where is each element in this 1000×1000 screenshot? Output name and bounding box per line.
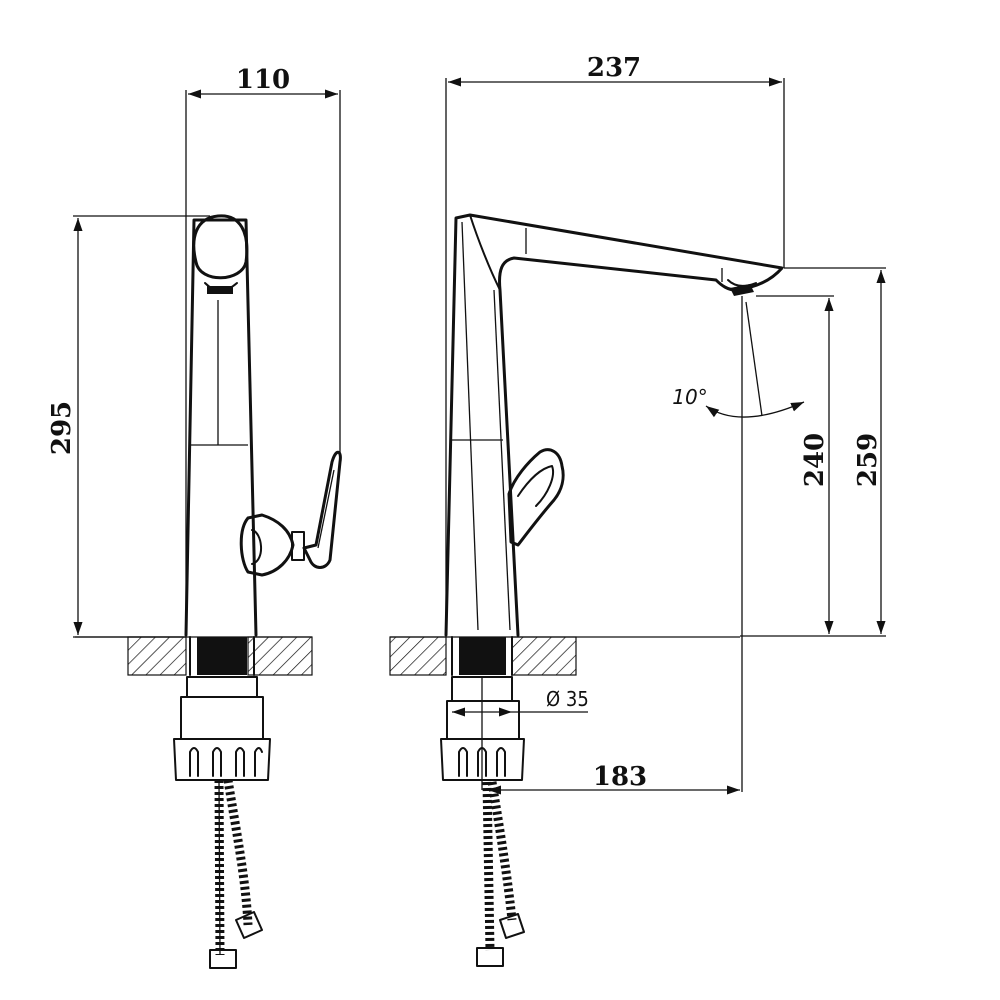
side-hose-fitting-1	[476, 947, 504, 967]
front-height-dimension: 295	[47, 401, 77, 455]
front-lever-handle	[302, 450, 342, 569]
front-nut	[173, 738, 271, 781]
front-lever-hub	[239, 513, 295, 577]
side-nut	[440, 738, 525, 781]
side-mounting-stud	[459, 637, 506, 675]
side-countertop-left	[389, 636, 447, 676]
front-hose-fitting-1	[209, 949, 237, 969]
side-countertop-right	[511, 636, 577, 676]
front-view: 110 295	[47, 65, 342, 969]
front-head	[192, 214, 249, 280]
countertop-right	[247, 636, 313, 676]
swivel-angle-label: 10°	[672, 385, 707, 409]
front-hose-fitting-2	[235, 911, 263, 939]
front-nut-top	[186, 676, 258, 698]
side-view: 237 240 259 183 10° Ø 35	[389, 53, 886, 967]
side-hose-fitting-2	[499, 913, 525, 939]
side-offset-dimension: 183	[593, 762, 647, 792]
mounting-stud	[197, 637, 247, 675]
side-spout-height-dimension: 240	[800, 433, 830, 487]
countertop-left	[127, 636, 187, 676]
side-total-height-dimension: 259	[853, 433, 883, 487]
side-body-spout	[444, 213, 784, 637]
front-body	[184, 218, 258, 637]
thread-diameter-dimension: Ø 35	[546, 687, 589, 711]
side-lever	[507, 448, 565, 547]
front-width-dimension: 110	[236, 65, 290, 95]
side-reach-dimension: 237	[587, 53, 641, 83]
